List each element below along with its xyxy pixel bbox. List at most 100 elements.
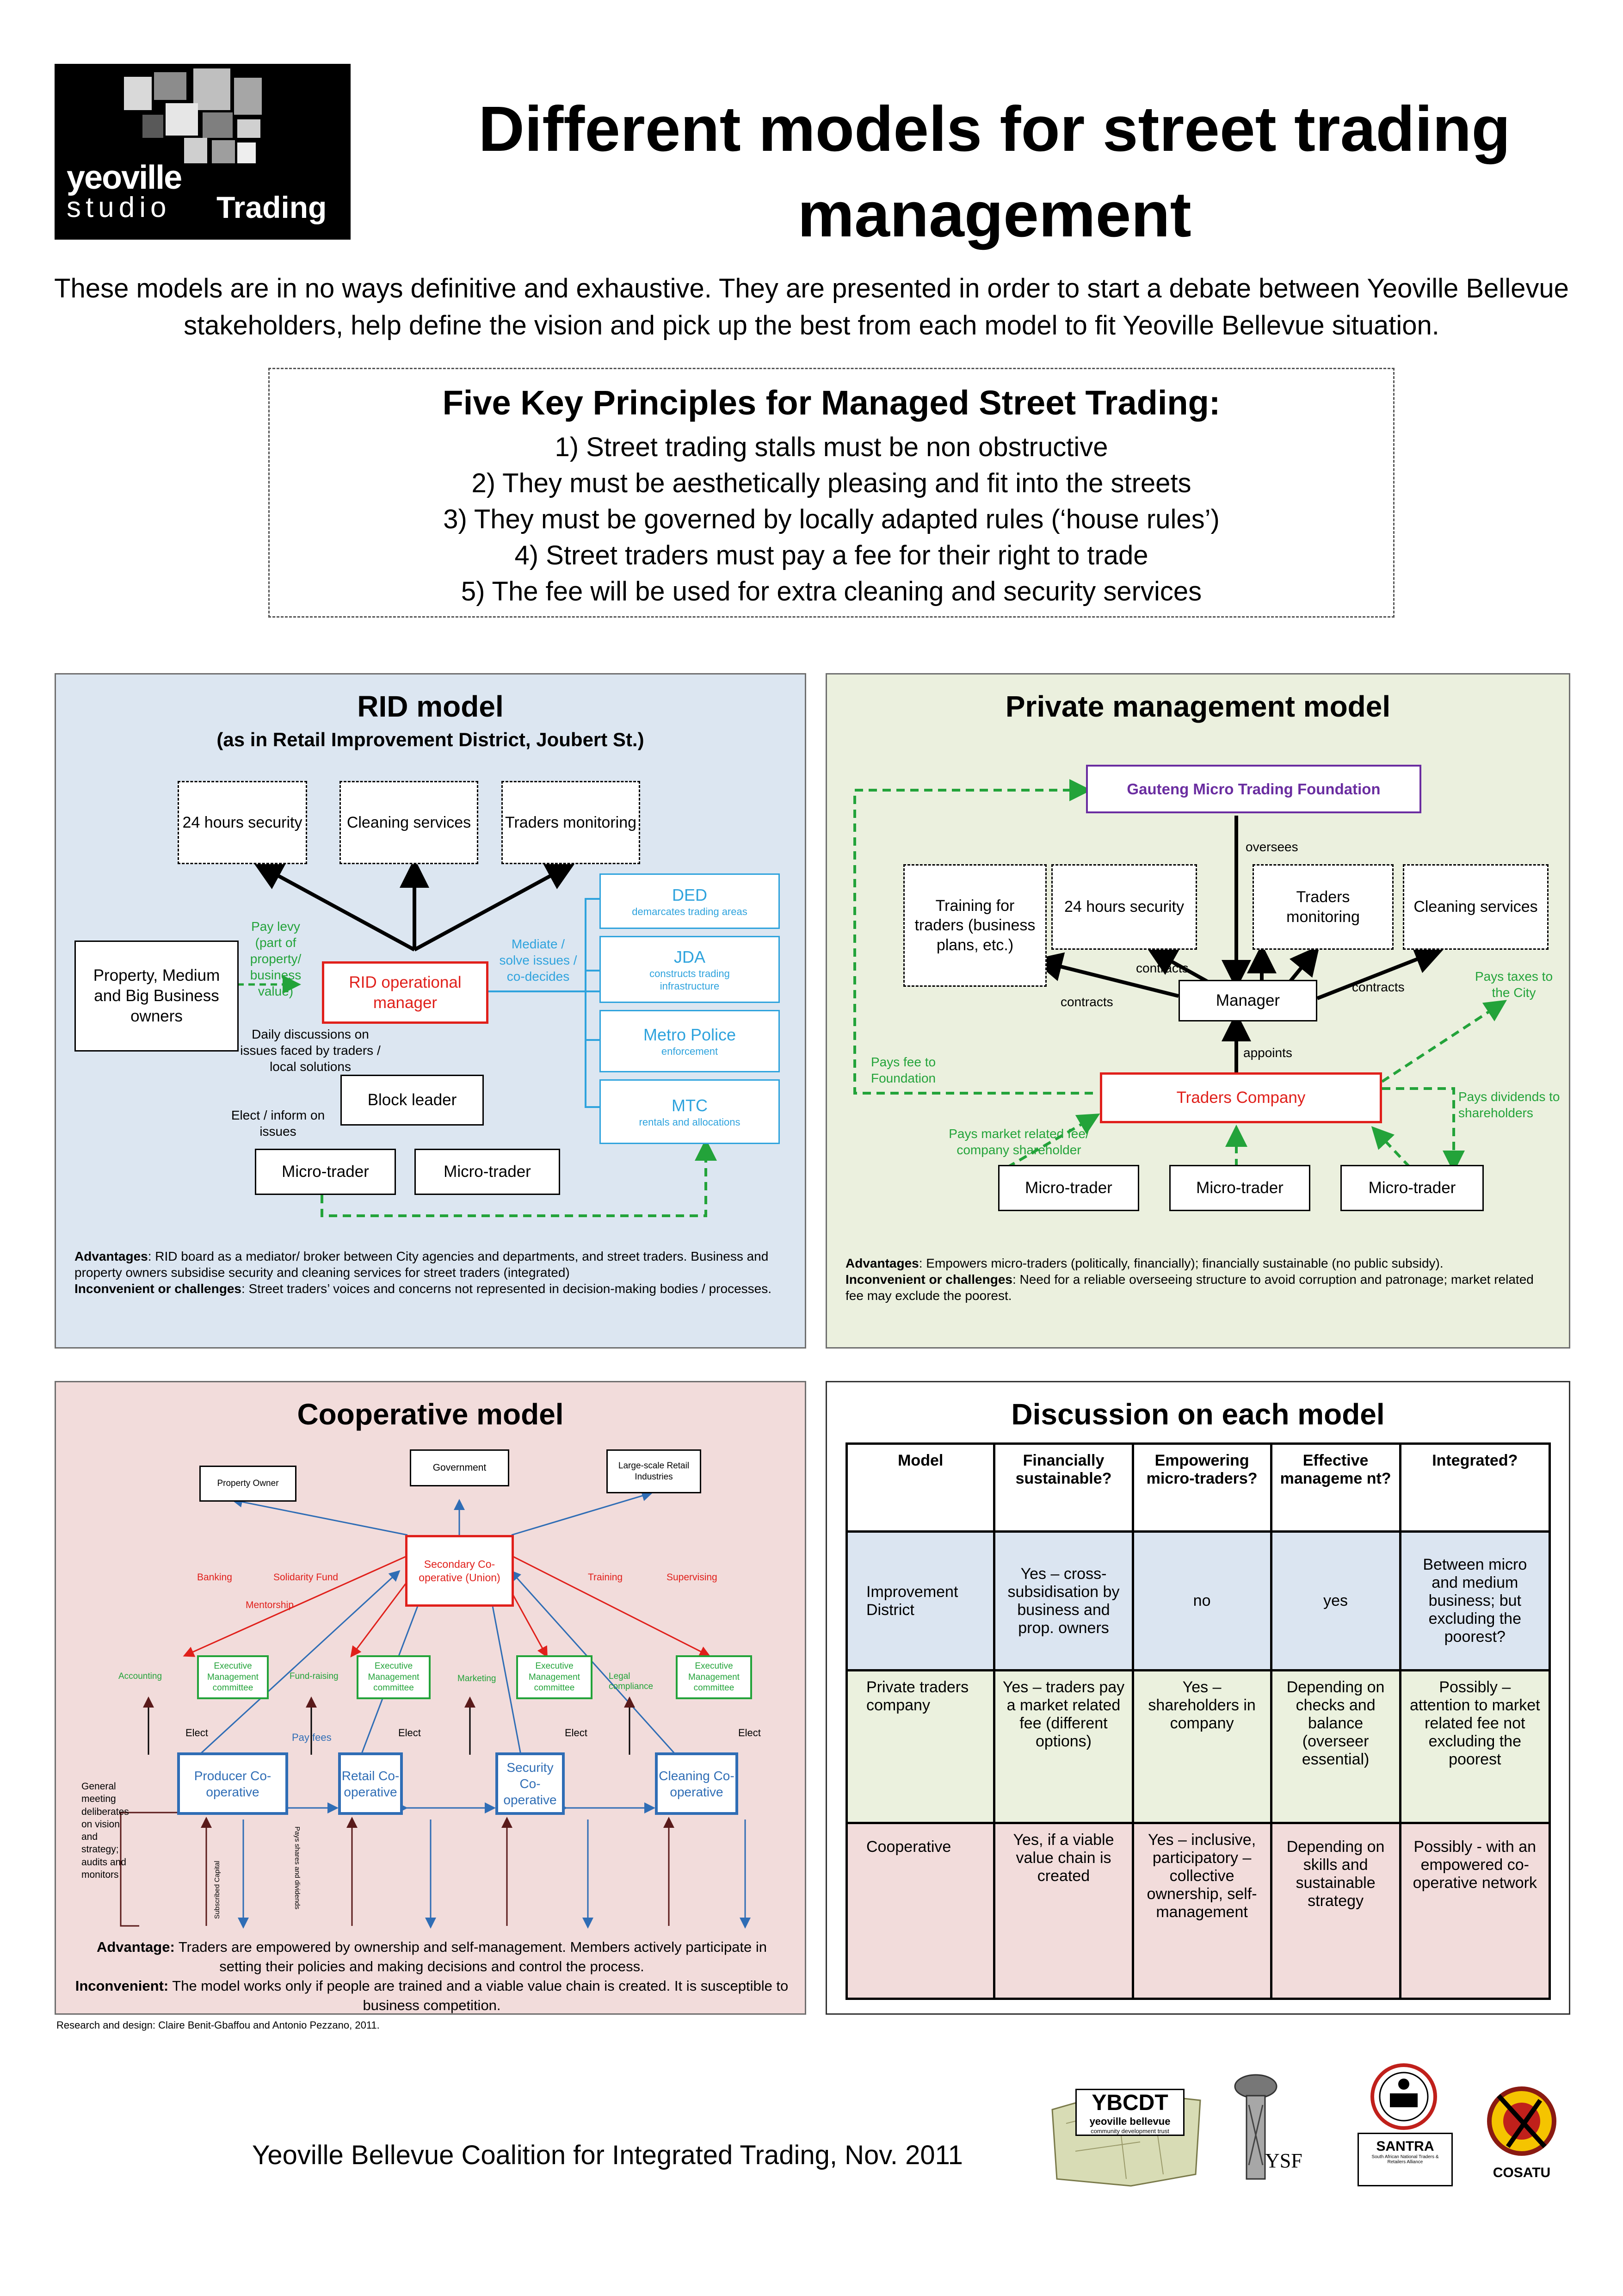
private-manager-box: Manager <box>1179 980 1317 1021</box>
rid-advantages: Advantages: RID board as a mediator/ bro… <box>74 1248 789 1297</box>
cosatu-logo: COSATU <box>1480 2077 1563 2188</box>
discussion-table: Model Financially sustainable? Empowerin… <box>845 1442 1551 2000</box>
private-contracts-1: contracts <box>1061 995 1113 1009</box>
ysf-text: YSF <box>1265 2149 1302 2172</box>
rid-manager-box: RID operational manager <box>322 961 488 1024</box>
coop-security: Security Co-operative <box>495 1752 565 1815</box>
ybcdt-label: YBCDT yeoville bellevue community develo… <box>1075 2089 1185 2136</box>
coop-property-owner: Property Owner <box>199 1466 296 1502</box>
private-box-training: Training for traders (business plans, et… <box>903 864 1047 987</box>
private-pays-dividends: Pays dividends to shareholders <box>1458 1089 1560 1120</box>
santra-box: SANTRA South African National Traders & … <box>1358 2133 1453 2186</box>
rid-owners-box: Property, Medium and Big Business owners <box>74 941 239 1052</box>
ybcdt-logo: YBCDT yeoville bellevue community develo… <box>1048 2082 1205 2188</box>
private-trader-2: Micro-trader <box>1169 1165 1310 1211</box>
coop-inc-text: The model works only if people are train… <box>168 1977 789 2013</box>
rid-title: RID model <box>357 690 504 723</box>
coop-exec-2: Executive Management committee <box>357 1655 431 1699</box>
rid-agency-jda: JDA constructs trading infrastructure <box>599 936 780 1003</box>
principle-5: 5) The fee will be used for extra cleani… <box>461 576 1202 606</box>
private-title: Private management model <box>1005 690 1391 723</box>
rid-block-leader-box: Block leader <box>340 1075 484 1126</box>
coop-label-solidarity: Solidarity Fund <box>273 1572 339 1583</box>
rid-trader-1: Micro-trader <box>255 1149 396 1195</box>
header-model: Model <box>845 1442 996 1533</box>
cell-financially: Yes, if a viable value chain is created <box>993 1822 1134 2000</box>
rid-agency-mtc-sub: rentals and allocations <box>639 1116 741 1128</box>
coop-elect-1: Elect <box>185 1727 208 1739</box>
coop-label-mentorship: Mentorship <box>246 1600 294 1610</box>
private-appoints: appoints <box>1243 1046 1292 1060</box>
coop-cleaning: Cleaning Co-operative <box>655 1752 738 1815</box>
page-title-line2: management <box>797 179 1191 250</box>
table-row: Private traders company Yes – traders pa… <box>845 1669 1551 1824</box>
coop-label-training: Training <box>588 1572 623 1583</box>
cell-model: Improvement District <box>845 1530 996 1671</box>
rid-panel: RID model (as in Retail Improvement Dist… <box>55 673 806 1349</box>
cell-effective: Depending on checks and balance (oversee… <box>1270 1669 1401 1824</box>
private-contracts-2: contracts <box>1136 961 1189 975</box>
discussion-panel: Discussion on each model Model Financial… <box>826 1381 1570 2015</box>
santra-logo: SANTRA South African National Traders & … <box>1358 2063 1453 2188</box>
rid-agency-ded-sub: demarcates trading areas <box>632 905 747 917</box>
rid-agency-jda-sub: constructs trading infrastructure <box>649 967 730 992</box>
cell-effective: yes <box>1270 1530 1401 1671</box>
coop-label-legal: Legal compliance <box>609 1671 654 1691</box>
cell-model: Private traders company <box>845 1669 996 1824</box>
santra-emblem-graphic <box>1370 2063 1437 2130</box>
coop-inc-label: Inconvenient: <box>75 1977 169 1994</box>
ybcdt-title: YBCDT <box>1092 2091 1168 2115</box>
ybcdt-sub1: yeoville bellevue <box>1089 2116 1171 2127</box>
ysf-tower-graphic <box>1234 2074 1277 2180</box>
private-adv-label: Advantages <box>845 1256 919 1270</box>
table-row: Cooperative Yes, if a viable value chain… <box>845 1822 1551 2000</box>
rid-agency-metro: Metro Police enforcement <box>599 1010 780 1072</box>
principles-box: Five Key Principles for Managed Street T… <box>268 368 1395 618</box>
coop-exec-1: Executive Management committee <box>197 1655 269 1699</box>
private-box-cleaning: Cleaning services <box>1403 864 1549 950</box>
coop-label-accounting: Accounting <box>118 1671 162 1681</box>
coop-large-retail: Large-scale Retail Industries <box>606 1449 701 1493</box>
header-financially: Financially sustainable? <box>993 1442 1134 1533</box>
private-panel: Private management model Gauteng Micro T… <box>826 673 1570 1349</box>
logo-line3: Trading <box>216 190 327 224</box>
table-row: Improvement District Yes – cross-subsidi… <box>845 1530 1551 1671</box>
coop-general-meeting: General meeting deliberates on vision an… <box>81 1781 129 1881</box>
rid-agency-metro-sub: enforcement <box>661 1046 718 1058</box>
rid-subtitle: (as in Retail Improvement District, Joub… <box>216 729 644 750</box>
rid-mediate: Mediate / solve issues / co-decides <box>499 937 577 984</box>
coop-exec-4: Executive Management committee <box>676 1655 752 1699</box>
coop-label-marketing: Marketing <box>457 1674 496 1683</box>
cell-financially: Yes – cross-subsidisation by business an… <box>993 1530 1134 1671</box>
private-inc-text: : Need for a reliable overseeing structu… <box>845 1272 1534 1303</box>
coop-retail: Retail Co-operative <box>338 1752 403 1815</box>
cosatu-emblem-graphic <box>1487 2086 1556 2156</box>
cell-financially: Yes – traders pay a market related fee (… <box>993 1669 1134 1824</box>
page-title-line1: Different models for street trading <box>478 93 1511 165</box>
rid-agency-ded: DED demarcates trading areas <box>599 873 780 929</box>
coop-exec-3: Executive Management committee <box>516 1655 592 1699</box>
header-effective: Effective manageme nt? <box>1270 1442 1401 1533</box>
coop-elect-2: Elect <box>398 1727 421 1739</box>
ysf-logo: YSF <box>1214 2073 1316 2184</box>
coop-title: Cooperative model <box>297 1398 564 1431</box>
discussion-header-row: Model Financially sustainable? Empowerin… <box>845 1442 1551 1533</box>
cell-integrated: Possibly - with an empowered co-operativ… <box>1399 1822 1551 2000</box>
cell-integrated: Possibly – attention to market related f… <box>1399 1669 1551 1824</box>
private-oversees: oversees <box>1246 840 1298 854</box>
santra-title: SANTRA <box>1376 2139 1434 2154</box>
rid-agency-mtc: MTC rentals and allocations <box>599 1079 780 1144</box>
coop-government: Government <box>410 1449 509 1486</box>
rid-inc-label: Inconvenient or challenges <box>74 1281 241 1296</box>
private-pays-market: Pays market related fee/ company shareho… <box>949 1126 1089 1157</box>
private-pays-taxes: Pays taxes to the City <box>1475 969 1553 1000</box>
rid-adv-label: Advantages <box>74 1249 148 1263</box>
rid-agency-ded-name: DED <box>672 885 707 904</box>
rid-elect-label: Elect / inform on issues <box>231 1108 325 1139</box>
coop-elect-3: Elect <box>565 1727 587 1739</box>
logo-line2: studio <box>67 192 171 223</box>
cell-effective: Depending on skills and sustainable stra… <box>1270 1822 1401 2000</box>
principle-1: 1) Street trading stalls must be non obs… <box>555 432 1108 462</box>
rid-box-security: 24 hours security <box>178 781 307 864</box>
cell-empowering: Yes – shareholders in company <box>1131 1669 1272 1824</box>
